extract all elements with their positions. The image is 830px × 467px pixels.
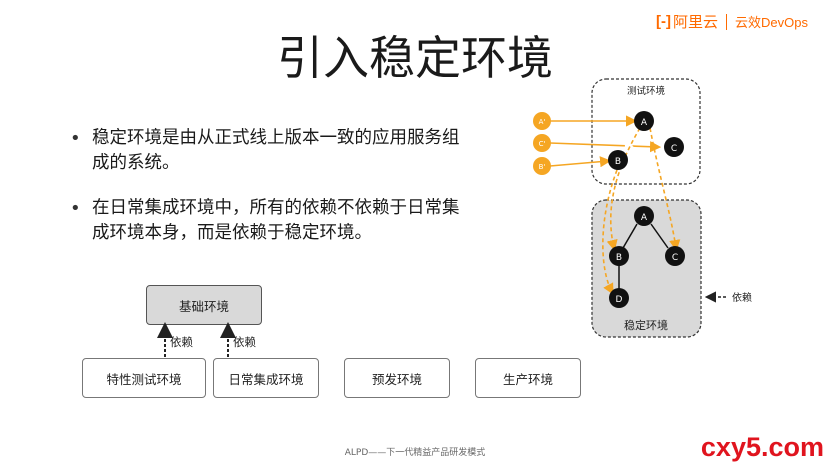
node-aprime — [533, 112, 551, 130]
node-cprime-label: C' — [539, 140, 546, 148]
brand-logo: [-] 阿里云 云效DevOps — [656, 11, 808, 32]
node-stable-c — [665, 246, 685, 266]
brand-divider — [726, 13, 728, 30]
dashed-a-to-b-stable — [606, 127, 641, 252]
legend-label: 依赖 — [732, 291, 752, 304]
arrow-a-to-c-test — [650, 125, 667, 142]
node-test-a — [634, 111, 654, 131]
aliyun-logo-icon: [-] — [656, 13, 672, 30]
edge-a-c-stable — [650, 223, 669, 249]
node-test-c — [664, 137, 684, 157]
production-env-box: 生产环境 — [475, 358, 581, 398]
dependency-label-daily: 依赖 — [233, 335, 256, 349]
node-stable-d — [609, 288, 629, 308]
node-stable-c-label: C — [672, 253, 678, 263]
bullet-item-2: 在日常集成环境中，所有的依赖不依赖于日常集成环境本身，而是依赖于稳定环境。 — [70, 196, 470, 246]
bullet-item-1: 稳定环境是由从正式线上版本一致的应用服务组成的系统。 — [70, 126, 470, 176]
node-stable-d-label: D — [616, 295, 623, 305]
footer-text: ALPD——下一代精益产品研发模式 — [344, 448, 486, 458]
node-test-b — [608, 150, 628, 170]
stable-env-label: 稳定环境 — [624, 318, 668, 332]
dashed-a-to-c-stable — [649, 127, 681, 252]
edge-a-b-stable — [622, 223, 638, 249]
dependency-label-feature: 依赖 — [170, 335, 193, 349]
node-bprime — [533, 157, 551, 175]
brand-product: 云效DevOps — [735, 15, 808, 30]
node-stable-b — [609, 246, 629, 266]
base-env-box: 基础环境 — [146, 285, 262, 325]
node-test-c-label: C — [671, 144, 677, 154]
test-env-label: 测试环境 — [627, 85, 666, 97]
node-cprime — [533, 134, 551, 152]
arrow-cprime-to-c — [549, 141, 662, 153]
node-test-b-label: B — [615, 157, 621, 167]
daily-integration-env-box: 日常集成环境 — [213, 358, 319, 398]
slide-title: 引入稳定环境 — [277, 31, 553, 85]
brand-name: 阿里云 — [673, 14, 719, 31]
arrow-a-to-b-test — [624, 127, 639, 153]
arrow-bprime-to-b — [549, 156, 612, 168]
bullet-list: 稳定环境是由从正式线上版本一致的应用服务组成的系统。 在日常集成环境中，所有的依… — [70, 126, 470, 266]
dashed-b-to-d-stable — [602, 169, 618, 295]
feature-test-env-box: 特性测试环境 — [82, 358, 206, 398]
node-stable-a-label: A — [641, 213, 648, 223]
environment-graph: 测试环境 稳定环境 A' C' B' A C B A B C D 依赖 — [533, 78, 752, 338]
node-test-a-label: A — [641, 118, 648, 128]
node-aprime-label: A' — [539, 118, 546, 126]
watermark: cxy5.com — [700, 432, 824, 462]
node-stable-a — [634, 206, 654, 226]
node-stable-b-label: B — [616, 253, 622, 263]
pre-release-env-box: 预发环境 — [344, 358, 450, 398]
node-bprime-label: B' — [539, 163, 546, 171]
